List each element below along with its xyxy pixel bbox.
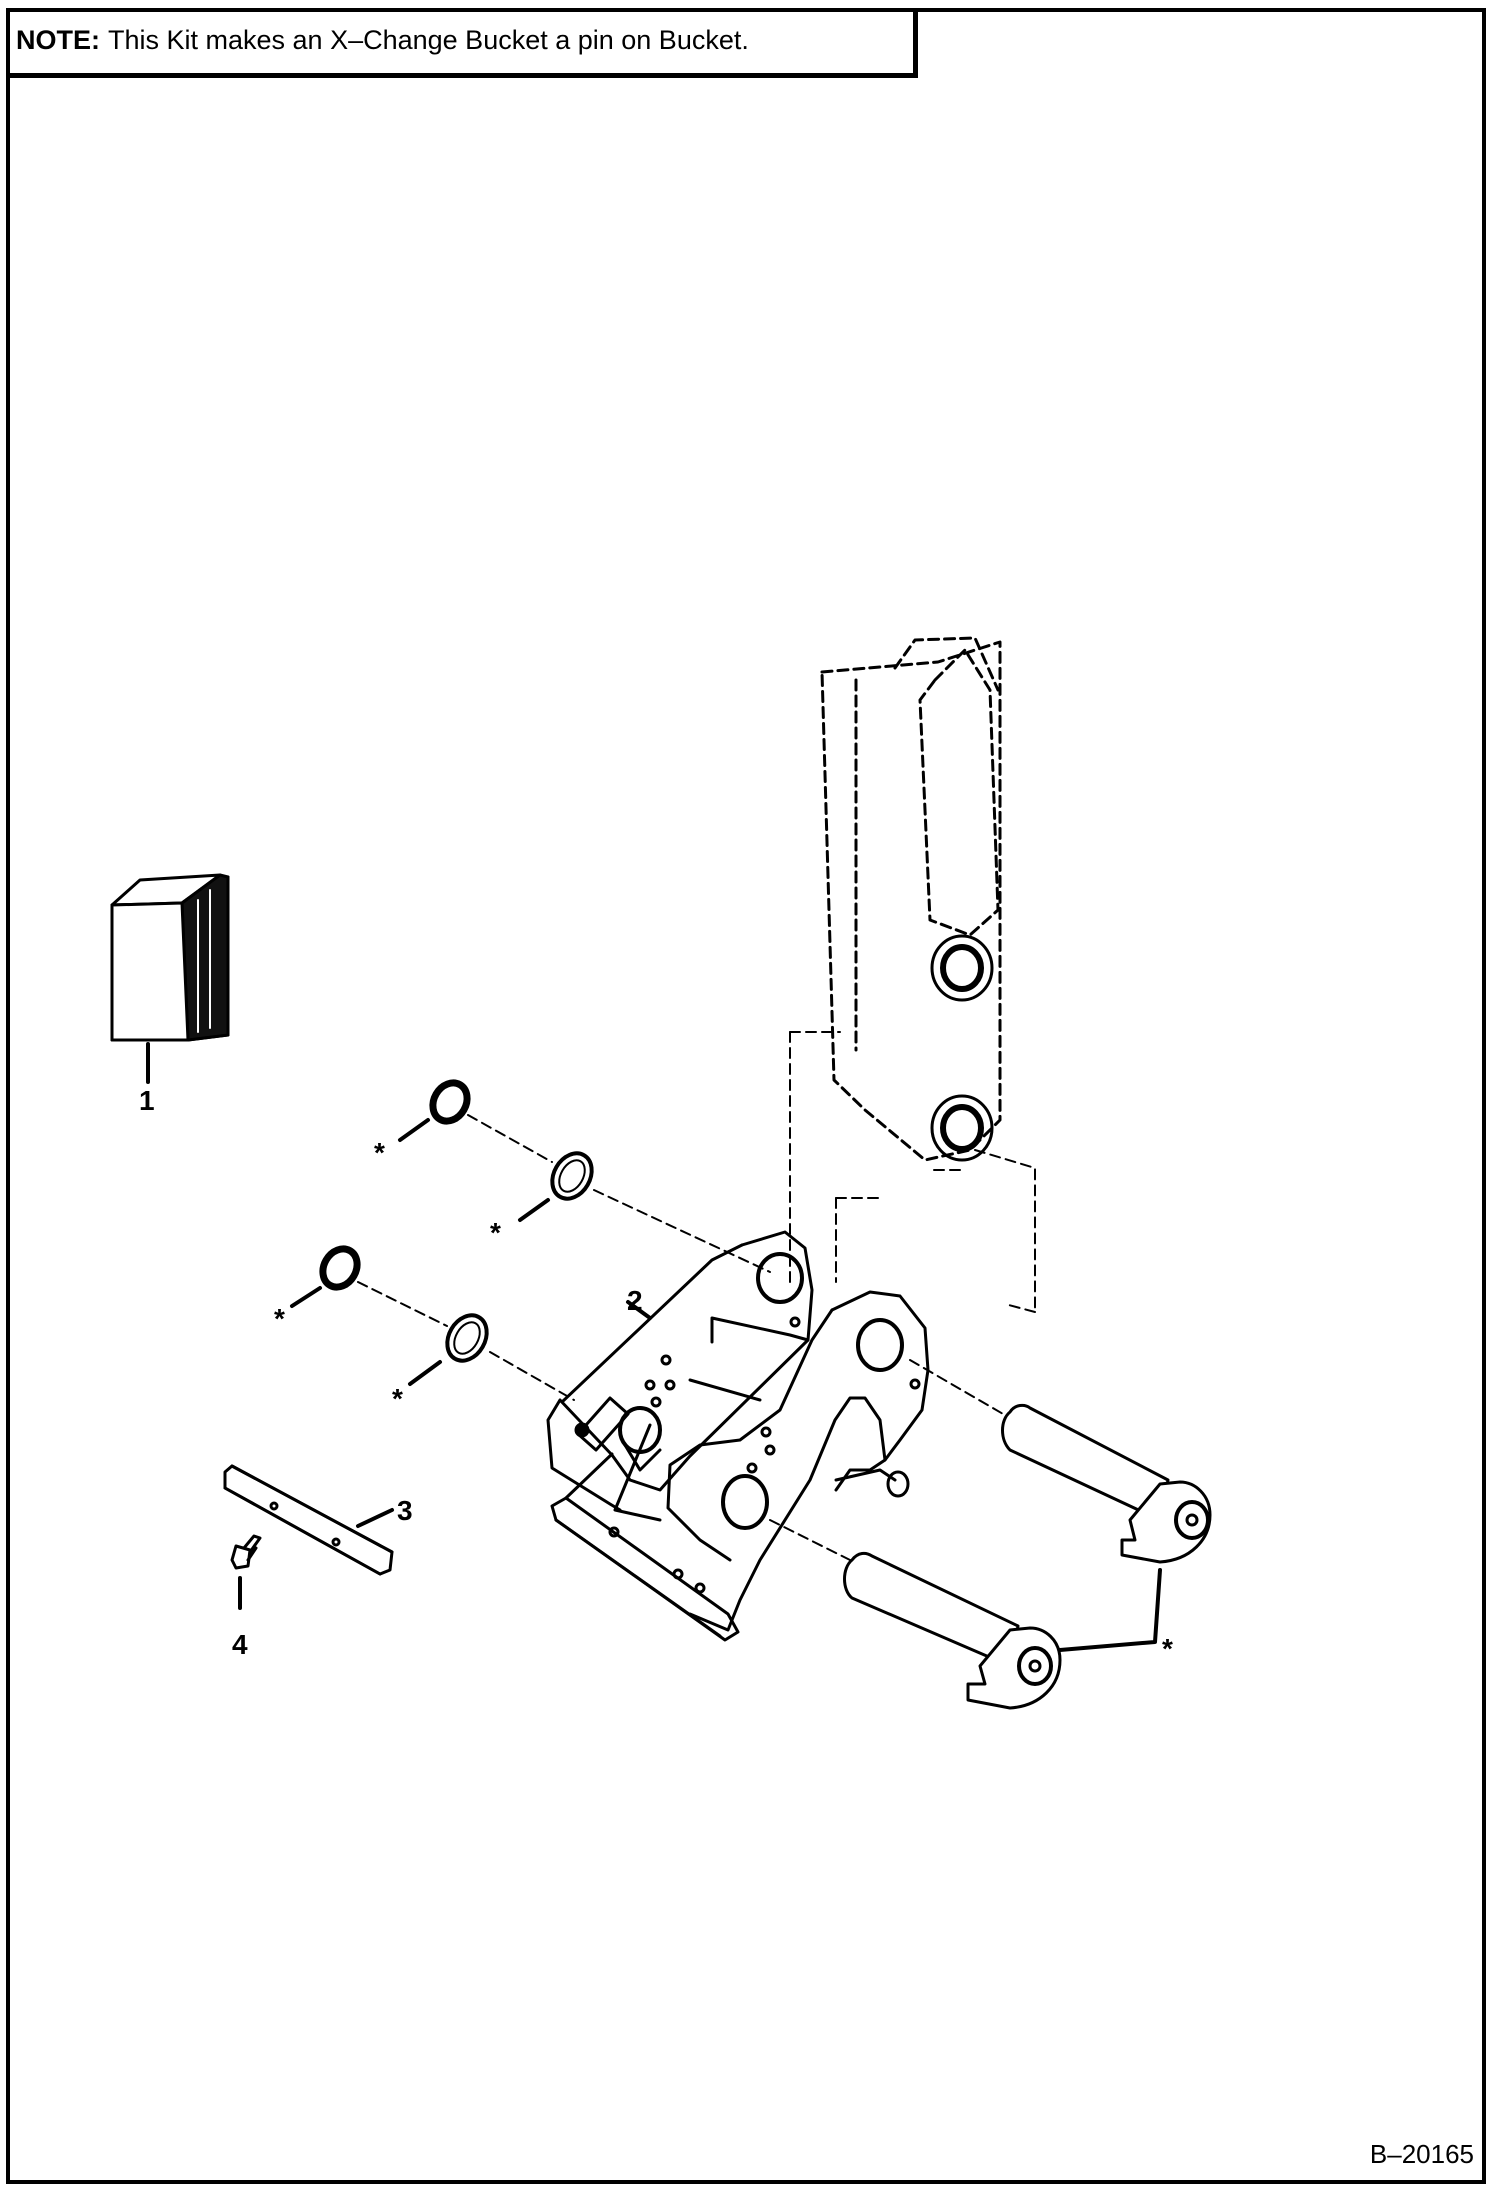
drawing-number: B–20165 <box>1369 2139 1474 2169</box>
retainer-ring-4 <box>445 1313 489 1363</box>
dipper-pivot-upper <box>930 934 994 1002</box>
note-box: NOTE: This Kit makes an X–Change Bucket … <box>6 8 918 78</box>
kit-box-illustration <box>110 873 230 1042</box>
asterisk-ring-4: * <box>392 1383 403 1414</box>
alignment-lines <box>789 1031 1036 1313</box>
leader-item2 <box>626 1300 652 1320</box>
ring-alignment-lines <box>357 1114 1011 1561</box>
note-text: This Kit makes an X–Change Bucket a pin … <box>108 25 749 55</box>
pin-lower <box>843 1551 1062 1710</box>
retainer-ring-1 <box>429 1079 471 1125</box>
leader-item3 <box>356 1508 394 1528</box>
leader-ring-4 <box>408 1360 442 1386</box>
leader-pins <box>1058 1568 1162 1652</box>
leader-ring-1 <box>398 1118 430 1142</box>
callout-2: 2 <box>627 1285 643 1316</box>
asterisk-pins: * <box>1162 1633 1173 1664</box>
asterisk-ring-3: * <box>274 1303 285 1334</box>
cutting-edge <box>223 1464 394 1576</box>
pin-upper <box>1001 1403 1212 1564</box>
leader-ring-3 <box>290 1286 322 1308</box>
callout-4: 4 <box>232 1629 248 1660</box>
leader-ring-2 <box>518 1198 550 1222</box>
callout-1: 1 <box>139 1085 155 1116</box>
note-label: NOTE: <box>16 25 100 55</box>
callout-3: 3 <box>397 1495 413 1526</box>
asterisk-ring-1: * <box>374 1137 385 1168</box>
retainer-ring-3 <box>319 1245 361 1291</box>
coupler-bracket <box>546 1230 930 1642</box>
retainer-ring-2 <box>550 1151 594 1201</box>
dipper-pivot-lower <box>930 1094 994 1162</box>
asterisk-ring-2: * <box>490 1217 501 1248</box>
drawing-frame <box>6 8 1486 2184</box>
dipper-arm <box>820 636 1002 1162</box>
bolt <box>230 1534 262 1570</box>
